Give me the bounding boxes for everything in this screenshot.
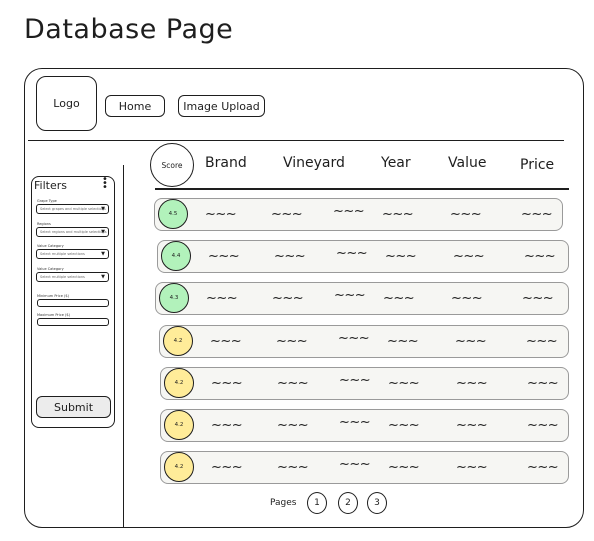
table-cell-placeholder: ~~~ — [277, 460, 309, 475]
table-cell-placeholder: ~~~ — [336, 246, 368, 261]
column-header-year[interactable]: Year — [381, 155, 411, 171]
table-cell-placeholder: ~~~ — [450, 207, 482, 222]
table-cell-placeholder: ~~~ — [456, 376, 488, 391]
column-header-value[interactable]: Value — [448, 155, 487, 171]
table-cell-placeholder: ~~~ — [339, 373, 371, 388]
pages-label: Pages — [270, 498, 297, 508]
table-cell-placeholder: ~~~ — [385, 249, 417, 264]
table-cell-placeholder: ~~~ — [382, 207, 414, 222]
filter-label: Value Category — [37, 244, 64, 248]
filter-label: Minimum Price ($) — [37, 294, 69, 298]
table-cell-placeholder: ~~~ — [334, 288, 366, 303]
filter-label: Grape Type — [37, 199, 57, 203]
table-cell-placeholder: ~~~ — [211, 376, 243, 391]
score-badge: 4.2 — [164, 410, 194, 440]
chevron-down-icon: ▼ — [101, 251, 105, 257]
value-category-select[interactable]: Select multiple selections ▼ — [36, 249, 109, 259]
table-cell-placeholder: ~~~ — [527, 418, 559, 433]
regions-select[interactable]: Select regions and multiple selections ▼ — [36, 227, 109, 237]
table-cell-placeholder: ~~~ — [524, 249, 556, 264]
filter-label: Regions — [37, 222, 51, 226]
logo: Logo — [36, 76, 97, 131]
chevron-down-icon: ▼ — [101, 206, 105, 212]
table-cell-placeholder: ~~~ — [272, 291, 304, 306]
page-button-1[interactable]: 1 — [307, 492, 327, 514]
score-badge: 4.3 — [159, 283, 189, 313]
page-title: Database Page — [24, 14, 234, 45]
chevron-down-icon: ▼ — [101, 274, 105, 280]
table-cell-placeholder: ~~~ — [451, 291, 483, 306]
table-cell-placeholder: ~~~ — [522, 291, 554, 306]
column-header-brand[interactable]: Brand — [205, 155, 247, 171]
filter-label: Maximum Price ($) — [37, 313, 70, 317]
max-price-input[interactable] — [37, 318, 109, 326]
column-header-vineyard[interactable]: Vineyard — [283, 155, 345, 171]
page-button-2[interactable]: 2 — [338, 492, 358, 514]
table-cell-placeholder: ~~~ — [456, 460, 488, 475]
table-cell-placeholder: ~~~ — [271, 207, 303, 222]
table-row[interactable]: 4.2 ~~~ ~~~ ~~~ ~~~ ~~~ ~~~ — [159, 325, 569, 358]
table-cell-placeholder: ~~~ — [211, 418, 243, 433]
image-upload-button[interactable]: Image Upload — [178, 95, 265, 117]
table-cell-placeholder: ~~~ — [277, 376, 309, 391]
home-button[interactable]: Home — [105, 95, 165, 117]
table-cell-placeholder: ~~~ — [210, 334, 242, 349]
table-cell-placeholder: ~~~ — [208, 249, 240, 264]
table-cell-placeholder: ~~~ — [339, 457, 371, 472]
grape-type-select[interactable]: Select grapes and multiple selections ▼ — [36, 204, 109, 214]
table-cell-placeholder: ~~~ — [456, 418, 488, 433]
table-cell-placeholder: ~~~ — [277, 418, 309, 433]
chevron-down-icon: ▼ — [101, 229, 105, 235]
table-cell-placeholder: ~~~ — [338, 331, 370, 346]
column-header-price[interactable]: Price — [520, 157, 555, 173]
score-badge: 4.5 — [158, 199, 188, 229]
table-cell-placeholder: ~~~ — [388, 376, 420, 391]
table-cell-placeholder: ~~~ — [453, 249, 485, 264]
sidebar-divider — [123, 165, 124, 528]
table-cell-placeholder: ~~~ — [339, 415, 371, 430]
min-price-input[interactable] — [37, 299, 109, 307]
table-cell-placeholder: ~~~ — [521, 207, 553, 222]
table-row[interactable]: 4.2 ~~~ ~~~ ~~~ ~~~ ~~~ ~~~ — [160, 409, 569, 442]
score-badge: 4.4 — [161, 241, 191, 271]
submit-button[interactable]: Submit — [36, 396, 111, 418]
filters-panel — [31, 176, 115, 428]
table-cell-placeholder: ~~~ — [274, 249, 306, 264]
column-header-score[interactable]: Score — [150, 143, 194, 187]
table-cell-placeholder: ~~~ — [388, 418, 420, 433]
header-divider — [28, 140, 564, 141]
app-frame — [24, 68, 584, 528]
table-cell-placeholder: ~~~ — [527, 460, 559, 475]
page-button-3[interactable]: 3 — [367, 492, 387, 514]
table-cell-placeholder: ~~~ — [333, 204, 365, 219]
table-cell-placeholder: ~~~ — [387, 334, 419, 349]
table-cell-placeholder: ~~~ — [383, 291, 415, 306]
table-row[interactable]: 4.5 ~~~ ~~~ ~~~ ~~~ ~~~ ~~~ — [154, 198, 563, 231]
table-cell-placeholder: ~~~ — [388, 460, 420, 475]
score-badge: 4.2 — [163, 326, 193, 356]
table-cell-placeholder: ~~~ — [527, 376, 559, 391]
score-badge: 4.2 — [164, 368, 194, 398]
table-row[interactable]: 4.3 ~~~ ~~~ ~~~ ~~~ ~~~ ~~~ — [155, 282, 569, 315]
value-category-select-2[interactable]: Select multiple selections ▼ — [36, 272, 109, 282]
table-cell-placeholder: ~~~ — [205, 207, 237, 222]
table-row[interactable]: 4.2 ~~~ ~~~ ~~~ ~~~ ~~~ ~~~ — [160, 451, 569, 484]
filters-title: Filters — [34, 179, 67, 192]
table-cell-placeholder: ~~~ — [526, 334, 558, 349]
table-cell-placeholder: ~~~ — [455, 334, 487, 349]
table-cell-placeholder: ~~~ — [276, 334, 308, 349]
table-cell-placeholder: ~~~ — [211, 460, 243, 475]
table-row[interactable]: 4.2 ~~~ ~~~ ~~~ ~~~ ~~~ ~~~ — [160, 367, 569, 400]
filter-label: Value Category — [37, 267, 64, 271]
table-header-divider — [155, 188, 569, 190]
table-row[interactable]: 4.4 ~~~ ~~~ ~~~ ~~~ ~~~ ~~~ — [157, 240, 569, 273]
table-cell-placeholder: ~~~ — [206, 291, 238, 306]
score-badge: 4.2 — [164, 452, 194, 482]
more-options-icon[interactable]: ••• — [102, 174, 108, 193]
